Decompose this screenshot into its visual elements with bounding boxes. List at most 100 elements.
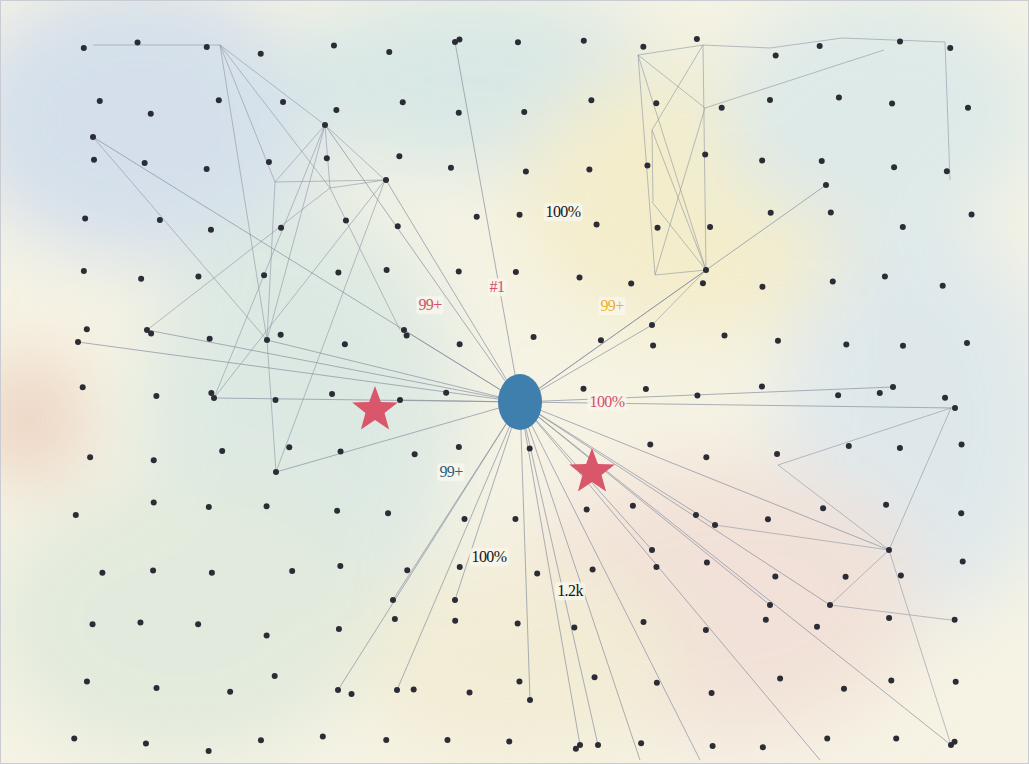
grid-dot [891,164,897,170]
grid-dot [383,177,389,183]
grid-dot [584,506,590,512]
grid-dot [835,392,841,398]
grid-dot [643,386,649,392]
grid-dot [143,741,149,747]
grid-dot [900,343,906,349]
grid-dot [767,602,773,608]
grid-dot [258,737,264,743]
grid-dot [773,52,779,58]
stat-label: 100% [588,393,627,411]
mesh-line [330,188,400,330]
grid-dot [889,100,895,106]
grid-dot [204,166,210,172]
mesh-line [275,180,385,182]
mesh-line [220,45,275,182]
mesh-line [267,125,325,340]
grid-dot [335,687,341,693]
grid-dot [534,570,540,576]
mesh-line [93,45,220,46]
mesh-line [652,130,653,202]
radiating-line [520,402,580,745]
grid-dot [836,95,842,101]
grid-dot [151,457,157,463]
grid-dot [506,738,512,744]
mesh-line [638,55,706,270]
grid-dot [219,448,225,454]
grid-dot [349,691,355,697]
radiating-line [520,402,830,605]
grid-dot [819,158,825,164]
grid-dot [893,736,899,742]
mesh-line [147,188,330,330]
radiating-lines [78,42,955,760]
grid-dot [333,107,339,113]
grid-dot [653,564,659,570]
grid-dot [721,332,727,338]
mesh-line [652,45,703,130]
grid-dot [400,99,406,105]
mesh-line [842,38,945,42]
grid-dot [521,109,527,115]
grid-dot [280,99,286,105]
grid-dot [654,680,660,686]
grid-dot [768,210,774,216]
grid-dot [772,574,778,580]
grid-dot [516,679,522,685]
grid-dot [258,51,264,57]
grid-dot [700,280,706,286]
grid-dot [84,326,90,332]
grid-dot [278,332,284,338]
grid-dot [457,564,463,570]
mesh-line [325,125,385,180]
grid-dot [775,338,781,344]
radiating-line [397,402,520,690]
grid-dot [641,619,647,625]
radiating-line [386,180,520,402]
mesh-line [655,270,706,275]
radiating-line [520,402,715,525]
grid-dot [99,570,105,576]
grid-dot [709,690,715,696]
grid-dot [264,633,270,639]
grid-dot [336,626,342,632]
grid-dot [965,105,971,111]
grid-dot [286,444,292,450]
grid-dot [580,386,586,392]
mesh-line [276,180,385,472]
radiating-line [455,42,520,402]
hub-circle [498,374,542,430]
radiating-line [520,402,889,550]
grid-dot [443,390,449,396]
grid-dot [148,111,154,117]
mesh-line [93,137,267,340]
grid-dot [82,215,88,221]
radiating-line [520,270,706,402]
grid-dot [456,110,462,116]
grid-dot [594,222,600,228]
radiating-line [455,402,520,600]
mesh-line [705,50,884,108]
grid-dot [264,503,270,509]
mesh-line [703,45,770,48]
mesh-line [638,45,703,55]
grid-dot [883,502,889,508]
grid-dot [343,217,349,223]
grid-dot [655,225,661,231]
grid-dot [952,405,958,411]
grid-dot [289,568,295,574]
grid-dot [644,163,650,169]
mesh-line [638,55,655,275]
grid-dot [581,38,587,44]
grid-dot [206,504,212,510]
grid-dot [759,157,765,163]
grid-dot [827,602,833,608]
grid-dots [71,36,974,754]
grid-dot [843,341,849,347]
grid-dot [527,446,533,452]
grid-dot [386,49,392,55]
grid-dot [87,454,93,460]
grid-dot [467,689,473,695]
grid-dot [586,166,592,172]
